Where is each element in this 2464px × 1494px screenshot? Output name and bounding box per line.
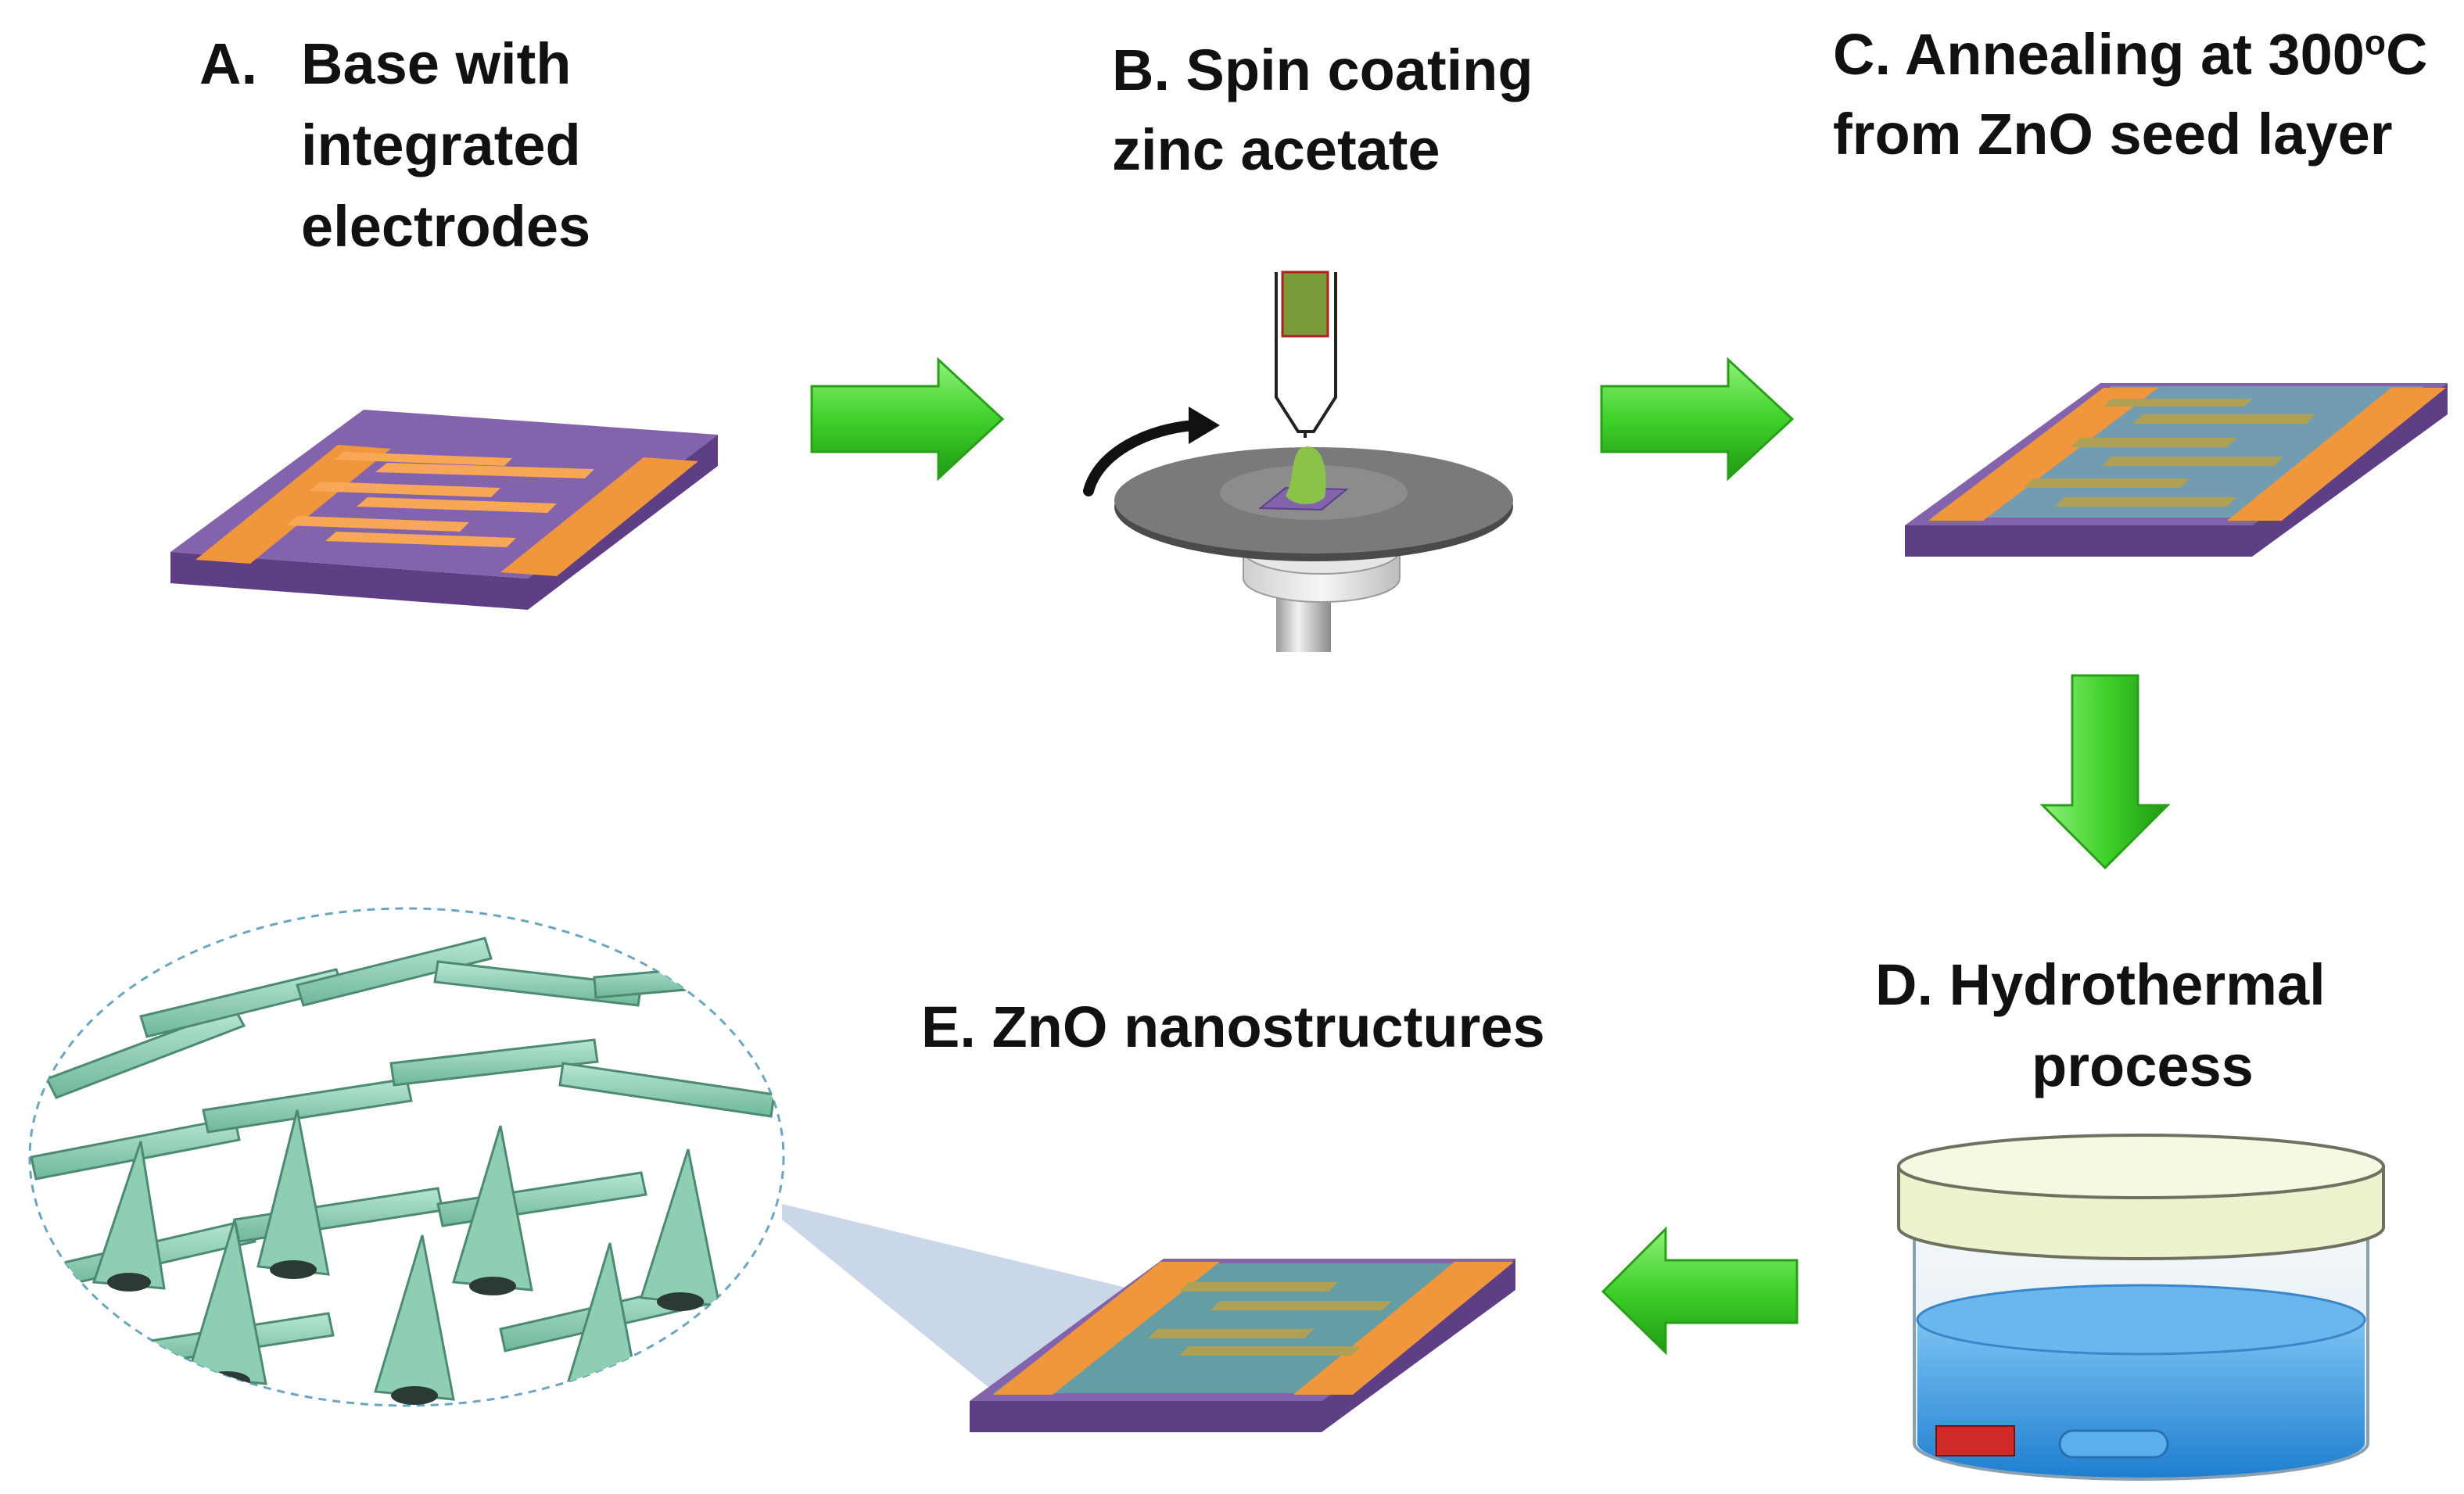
stir-bar-red [1935,1425,2015,1456]
stir-bar-blue [2058,1429,2169,1459]
step-b-line-2: zinc acetate [1112,117,1440,182]
substrate-side [170,435,718,610]
rotation-arrow-icon [1083,420,1200,496]
nanostructure-layer [993,1263,1490,1393]
electrode-fingers [2024,399,2315,507]
step-d-line-1: D. Hydrothermal [1875,952,2326,1017]
electrode-right [1293,1262,1514,1395]
arrow-right-icon [1600,356,1795,482]
electrode-left [195,445,391,564]
step-c-line-2: from ZnO seed layer [1833,102,2393,167]
nanostructure-magnified-view [28,907,785,1407]
zinc-acetate-drop [1286,446,1326,504]
arrow-left-icon [1601,1226,1799,1356]
chip-e [970,1259,1515,1432]
step-c-line-1-suffix: C [2386,22,2428,87]
step-b-line-1: B. Spin coating [1112,38,1533,102]
electrode-right [500,457,698,576]
step-a-letter: A. [199,31,257,96]
chip-c [1905,383,2448,557]
step-d-line-2: process [2032,1034,2254,1098]
arrow-down-icon [2039,674,2171,870]
electrode-fingers [1148,1282,1392,1356]
electrode-fingers [286,452,594,547]
spin-coater [1083,270,1513,652]
electrode-right [2227,388,2446,521]
water [1917,1320,2365,1478]
electrode-left [1928,388,2158,521]
step-a-line-1: Base with [301,31,572,96]
step-a-line-2: integrated [301,113,581,177]
electrode-left [993,1262,1220,1395]
step-a-line-3: electrodes [301,194,591,259]
step-c-line-1: C. Annealing at 300oC [1833,14,2427,95]
arrow-right-icon [810,356,1005,482]
step-e-label: E. ZnO nanostructures [921,994,1545,1059]
hydrothermal-dish [1897,1134,2385,1481]
degree-sign: o [2364,23,2386,63]
pipette-icon [1275,270,1337,438]
chip-a [170,410,718,610]
step-c-line-1-prefix: C. Annealing at 300 [1833,22,2365,87]
